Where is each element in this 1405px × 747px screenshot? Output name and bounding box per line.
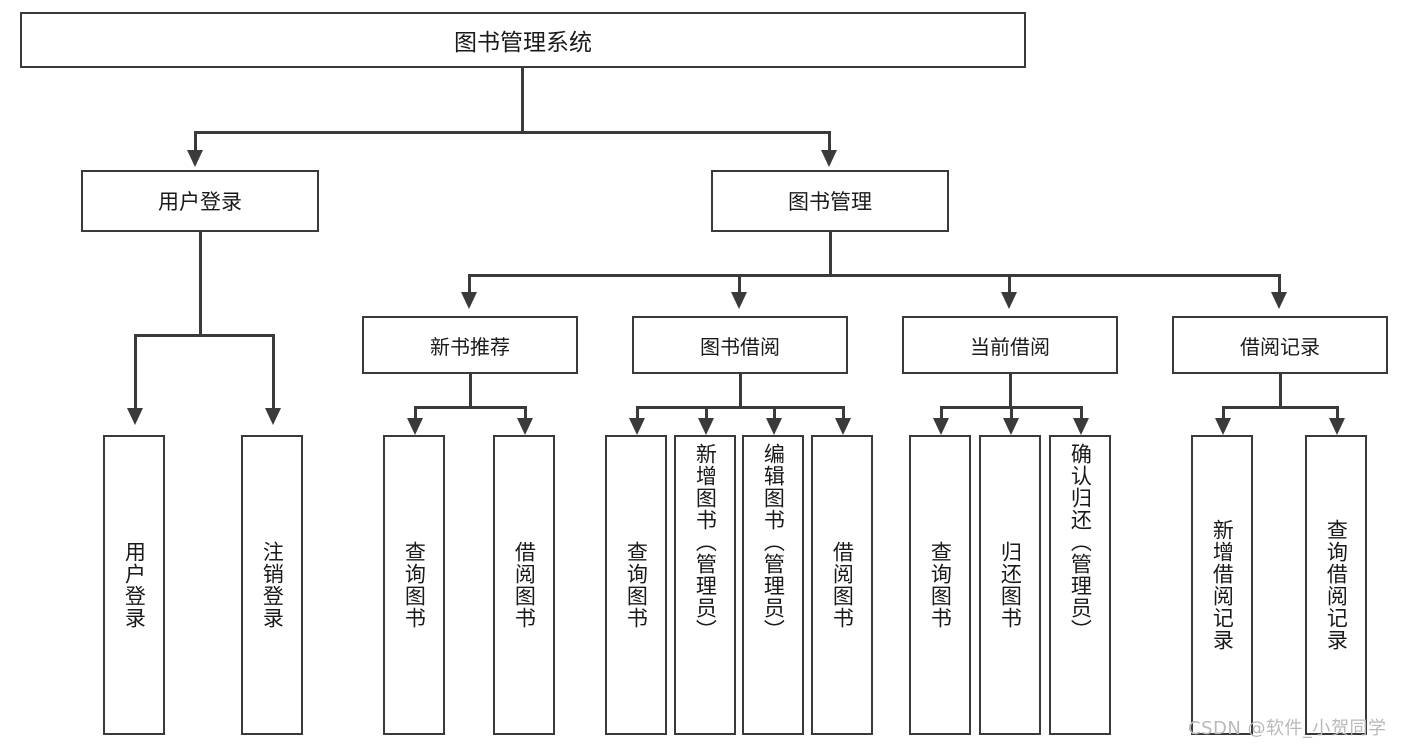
node-borrow-record[interactable]: 借阅记录 (1172, 316, 1388, 374)
connector-root-stem (521, 68, 524, 133)
arrowhead-book-borrow-leaf-4 (835, 418, 851, 435)
node-label: 借阅记录 (1240, 334, 1320, 359)
arrowhead-current-borrow-leaf-1 (933, 418, 949, 435)
node-label: 图书借阅 (700, 334, 780, 359)
connector-root-to-user-login (194, 131, 197, 153)
arrowhead-current-borrow-leaf-2 (1003, 418, 1019, 435)
leaf-label: 注销登录 (260, 541, 285, 629)
leaf-new-book-query[interactable]: 查询图书 (383, 435, 445, 735)
arrowhead-borrow-record-leaf-2 (1329, 418, 1345, 435)
leaf-label: 查询图书 (624, 541, 649, 629)
node-label: 当前借阅 (970, 334, 1050, 359)
arrowhead-user-login-leaf-2 (265, 408, 281, 425)
leaf-label: 查询图书 (402, 541, 427, 629)
leaf-current-borrow-query[interactable]: 查询图书 (909, 435, 971, 735)
arrowhead-book-borrow-leaf-2 (698, 418, 714, 435)
arrowhead-book-manage-record (1271, 292, 1287, 309)
connector-new-book-bus (414, 406, 526, 409)
node-root-library-system[interactable]: 图书管理系统 (20, 12, 1026, 68)
connector-book-borrow-bus (636, 406, 844, 409)
leaf-label: 查询图书 (928, 541, 953, 629)
connector-current-borrow-leaf-3 (1080, 406, 1083, 420)
connector-new-book-stem (469, 374, 472, 408)
leaf-book-borrow-lend[interactable]: 借阅图书 (811, 435, 873, 735)
arrowhead-book-manage-current (1001, 292, 1017, 309)
connector-book-manage-to-new-book (468, 274, 471, 294)
node-user-login[interactable]: 用户登录 (81, 170, 319, 232)
arrowhead-new-book-leaf-1 (407, 418, 423, 435)
leaf-label: 归还图书 (998, 541, 1023, 629)
leaf-label: 用户登录 (122, 541, 147, 629)
connector-borrow-record-bus (1222, 406, 1338, 409)
leaf-label: 借阅图书 (830, 541, 855, 629)
connector-root-to-book-manage (828, 131, 831, 153)
node-book-borrow[interactable]: 图书借阅 (632, 316, 848, 374)
arrowhead-book-manage-borrow (731, 292, 747, 309)
arrowhead-borrow-record-leaf-1 (1215, 418, 1231, 435)
leaf-label: 借阅图书 (512, 541, 537, 629)
connector-borrow-record-stem (1279, 374, 1282, 408)
leaf-label: 新增图书（管理员） (693, 443, 718, 641)
connector-book-manage-to-borrow (738, 274, 741, 294)
leaf-book-borrow-query[interactable]: 查询图书 (605, 435, 667, 735)
connector-book-manage-to-current (1008, 274, 1011, 294)
connector-user-login-to-leaf-2 (272, 334, 275, 410)
leaf-new-book-borrow[interactable]: 借阅图书 (493, 435, 555, 735)
leaf-borrow-record-add[interactable]: 新增借阅记录 (1191, 435, 1253, 735)
leaf-label: 查询借阅记录 (1324, 519, 1349, 651)
connector-new-book-leaf-1 (414, 406, 417, 420)
arrowhead-book-manage-new-book (461, 292, 477, 309)
leaf-book-borrow-add[interactable]: 新增图书（管理员） (674, 435, 736, 735)
connector-user-login-to-leaf-1 (134, 334, 137, 410)
leaf-book-borrow-edit[interactable]: 编辑图书（管理员） (742, 435, 804, 735)
connector-new-book-leaf-2 (524, 406, 527, 420)
leaf-current-borrow-confirm-return[interactable]: 确认归还（管理员） (1049, 435, 1111, 735)
arrowhead-book-borrow-leaf-3 (766, 418, 782, 435)
leaf-current-borrow-return[interactable]: 归还图书 (979, 435, 1041, 735)
connector-current-borrow-leaf-2 (1010, 406, 1013, 420)
connector-current-borrow-leaf-1 (940, 406, 943, 420)
node-label: 图书管理系统 (454, 30, 592, 56)
connector-book-borrow-stem (739, 374, 742, 408)
arrowhead-current-borrow-leaf-3 (1073, 418, 1089, 435)
connector-borrow-record-leaf-2 (1336, 406, 1339, 420)
arrowhead-root-to-user-login (187, 150, 203, 167)
node-label: 图书管理 (788, 190, 872, 214)
leaf-label: 编辑图书（管理员） (761, 443, 786, 641)
connector-borrow-record-leaf-1 (1222, 406, 1225, 420)
csdn-watermark: CSDN @软件_小贺同学 (1188, 718, 1387, 739)
arrowhead-user-login-leaf-1 (127, 408, 143, 425)
connector-book-manage-stem (829, 232, 832, 276)
arrowhead-new-book-leaf-2 (517, 418, 533, 435)
node-label: 新书推荐 (430, 334, 510, 359)
node-current-borrow[interactable]: 当前借阅 (902, 316, 1118, 374)
node-book-manage[interactable]: 图书管理 (711, 170, 949, 232)
leaf-label: 新增借阅记录 (1210, 519, 1235, 651)
connector-book-borrow-leaf-2 (705, 406, 708, 420)
connector-book-manage-bus (468, 274, 1280, 277)
arrowhead-book-borrow-leaf-1 (629, 418, 645, 435)
leaf-label: 确认归还（管理员） (1068, 443, 1093, 641)
connector-current-borrow-stem (1009, 374, 1012, 408)
arrowhead-root-to-book-manage (821, 150, 837, 167)
connector-user-login-stem (199, 232, 202, 336)
leaf-user-login-signin[interactable]: 用户登录 (103, 435, 165, 735)
node-label: 用户登录 (158, 190, 242, 214)
connector-user-login-bus (134, 334, 274, 337)
leaf-user-login-signout[interactable]: 注销登录 (241, 435, 303, 735)
connector-book-borrow-leaf-3 (773, 406, 776, 420)
leaf-borrow-record-query[interactable]: 查询借阅记录 (1305, 435, 1367, 735)
connector-root-bus (194, 131, 830, 134)
connector-book-borrow-leaf-4 (842, 406, 845, 420)
connector-book-borrow-leaf-1 (636, 406, 639, 420)
node-new-book-recommend[interactable]: 新书推荐 (362, 316, 578, 374)
connector-book-manage-to-record (1278, 274, 1281, 294)
